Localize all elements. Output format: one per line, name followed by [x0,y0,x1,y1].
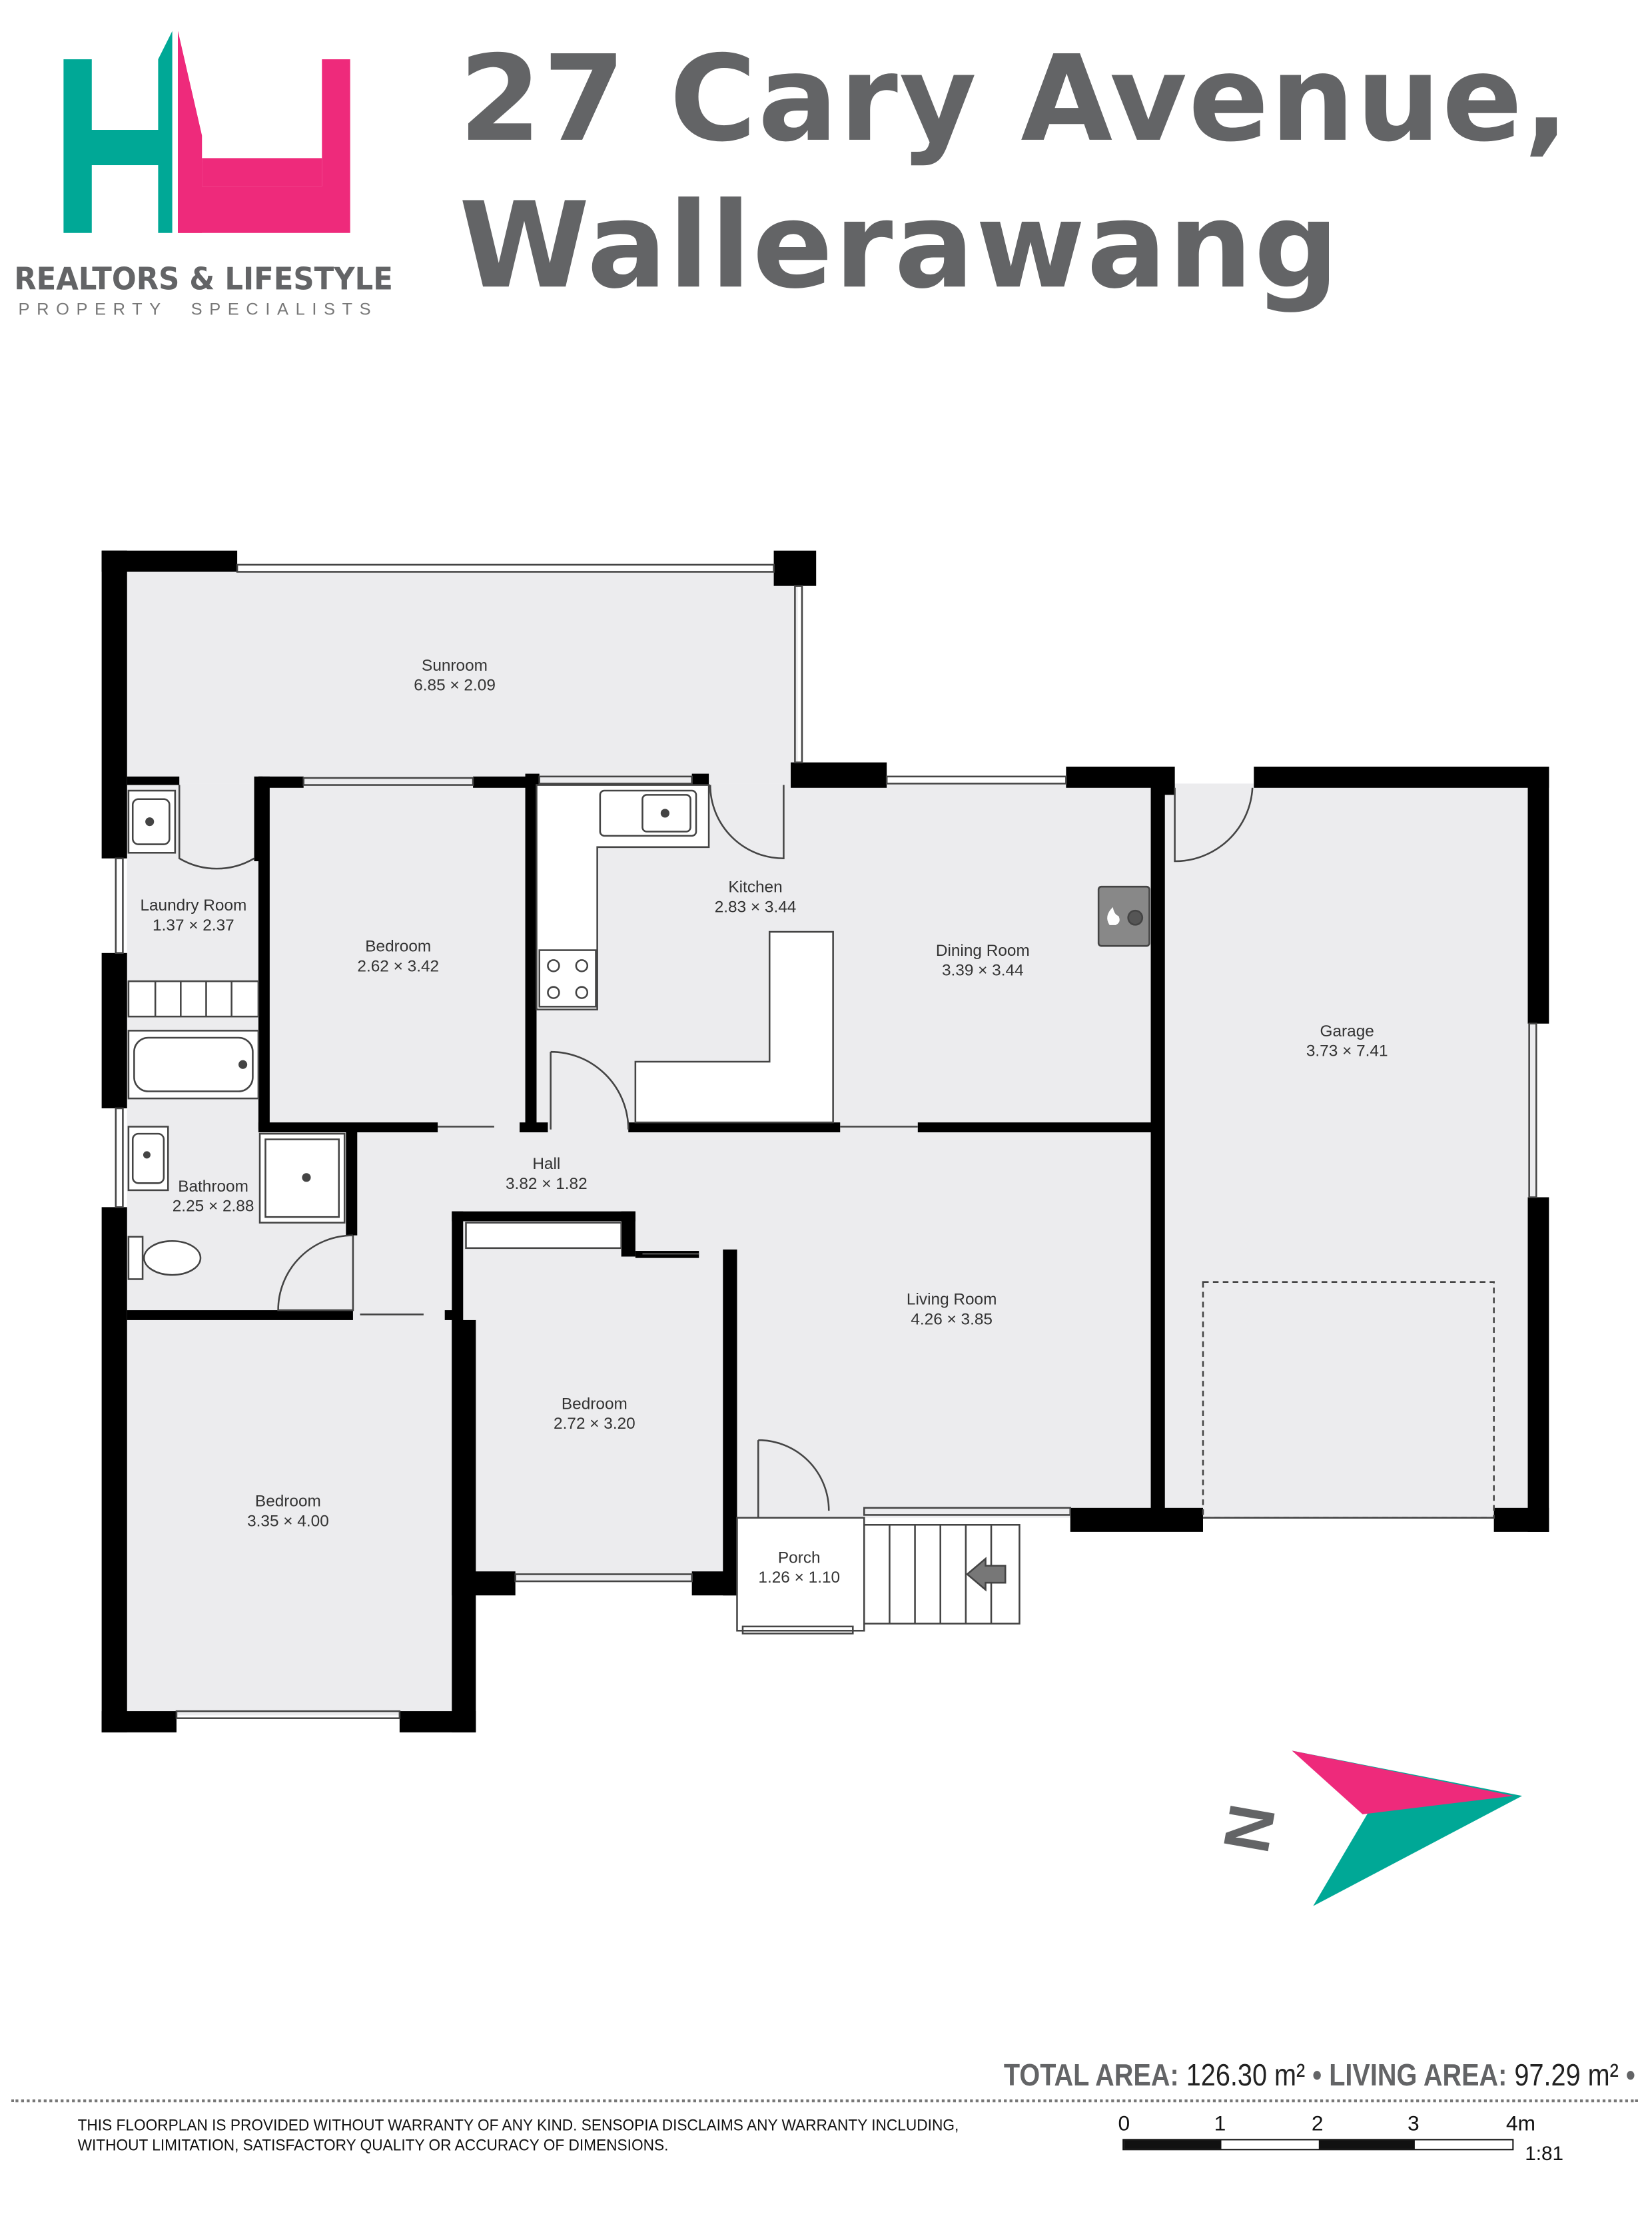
scale-tick: 1 [1214,2112,1226,2137]
compass-arrow [1292,1750,1523,1906]
brand-logo [63,31,350,233]
brand-tagline: PROPERTY SPECIALISTS [18,299,378,320]
area-summary: TOTAL AREA: 126.30 m² • LIVING AREA: 97.… [1003,2057,1635,2093]
address-line2: Wallerawang [458,176,1341,315]
kitchen-counters [536,784,834,1124]
address-line1: 27 Cary Avenue, [458,29,1571,169]
windows-and-thin-lines [115,563,1537,1719]
walls [101,550,1549,1732]
scale-tick: 3 [1407,2112,1420,2137]
room-floors [127,571,1535,1716]
footer-divider [11,2099,1638,2103]
disclaimer: THIS FLOORPLAN IS PROVIDED WITHOUT WARRA… [77,2117,959,2155]
bathroom-fixtures [127,789,622,1280]
scale-ratio: 1:81 [1525,2141,1564,2165]
door-swings [178,785,1254,1518]
scale-tick: 2 [1311,2112,1324,2137]
fireplace [1097,885,1150,947]
scale-tick: 4m [1505,2112,1536,2137]
scale-bar [1122,2139,1514,2151]
brand-name: REALTORS & LIFESTYLE [14,262,393,298]
scale-tick: 0 [1118,2112,1130,2137]
entry-stairs [863,1524,1021,1625]
